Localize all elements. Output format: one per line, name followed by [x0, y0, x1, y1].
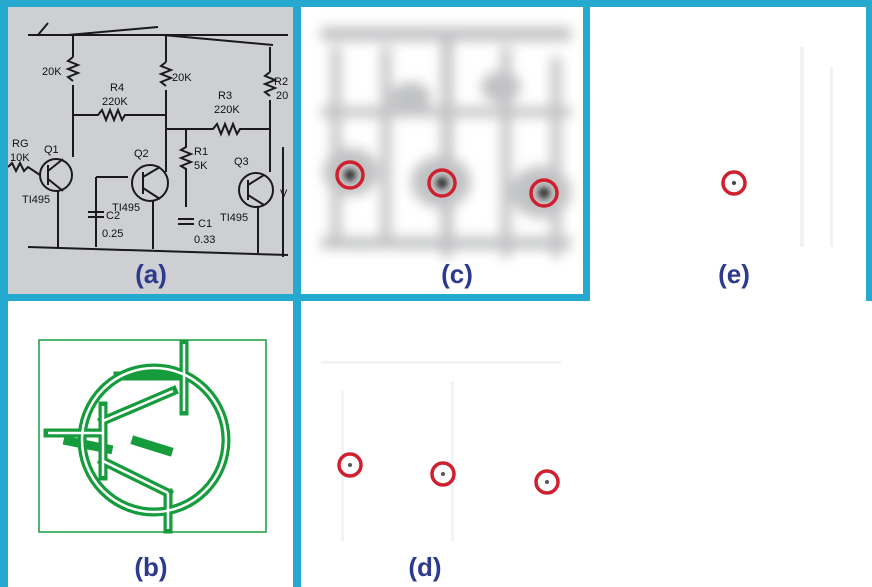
panel-b-transistor-template: (b): [8, 301, 293, 587]
empty-panel: [590, 301, 872, 587]
panel-border-divider-2: [583, 0, 590, 301]
label-r-top-1: 20K: [42, 66, 62, 78]
panel-border-left: [0, 0, 8, 587]
detection-marker-1: [337, 452, 363, 478]
detection-marker-2: [427, 168, 457, 198]
panel-e-single-detection: (e): [590, 7, 866, 294]
label-c1: C1: [198, 218, 212, 230]
label-r-top-3: R2: [274, 76, 288, 88]
panel-label-d: (d): [408, 552, 442, 582]
label-r1: R1: [194, 146, 208, 158]
label-r4: R4: [110, 82, 124, 94]
detections-image: [301, 301, 583, 587]
panel-a-schematic: 20K 20K R2 20 R4 220K R3 220K RG 10K R1 …: [8, 7, 293, 294]
detection-marker-3: [534, 469, 560, 495]
label-rg: RG: [12, 138, 29, 150]
label-q1: Q1: [44, 144, 59, 156]
label-r4-value: 220K: [102, 96, 128, 108]
label-q2: Q2: [134, 148, 149, 160]
label-rg-value: 10K: [10, 152, 30, 164]
label-r-top-2: 20K: [172, 72, 192, 84]
panel-label-c: (c): [441, 259, 473, 289]
label-c2: C2: [106, 210, 120, 222]
circuit-schematic-image: 20K 20K R2 20 R4 220K R3 220K RG 10K R1 …: [8, 7, 293, 294]
label-r3: R3: [218, 90, 232, 102]
detection-marker: [721, 170, 747, 196]
label-r3-value: 220K: [214, 104, 240, 116]
panel-label-e: (e): [718, 259, 750, 289]
panel-d-detections: (d): [301, 301, 583, 587]
panel-c-correlation-map: (c): [301, 7, 583, 294]
panel-border-top: [0, 0, 872, 7]
label-c2-value: 0.25: [102, 228, 123, 240]
label-r-top-3b: 20: [276, 90, 288, 102]
label-v: V: [280, 188, 288, 200]
panel-label-b: (b): [134, 552, 168, 582]
detection-marker-3: [529, 178, 559, 208]
label-r1-value: 5K: [194, 160, 208, 172]
label-t3: TI495: [220, 212, 248, 224]
panel-border-divider-1: [293, 0, 301, 587]
label-q3: Q3: [234, 156, 249, 168]
detection-marker-1: [335, 160, 365, 190]
label-c1-value: 0.33: [194, 234, 215, 246]
correlation-map-image: [301, 7, 583, 294]
label-t2: TI495: [112, 202, 140, 214]
label-t1: TI495: [22, 194, 50, 206]
single-detection-image: [590, 7, 866, 294]
panel-label-a: (a): [135, 259, 167, 289]
panel-border-right: [866, 0, 872, 301]
detection-marker-2: [430, 461, 456, 487]
transistor-template-image: [8, 301, 293, 587]
